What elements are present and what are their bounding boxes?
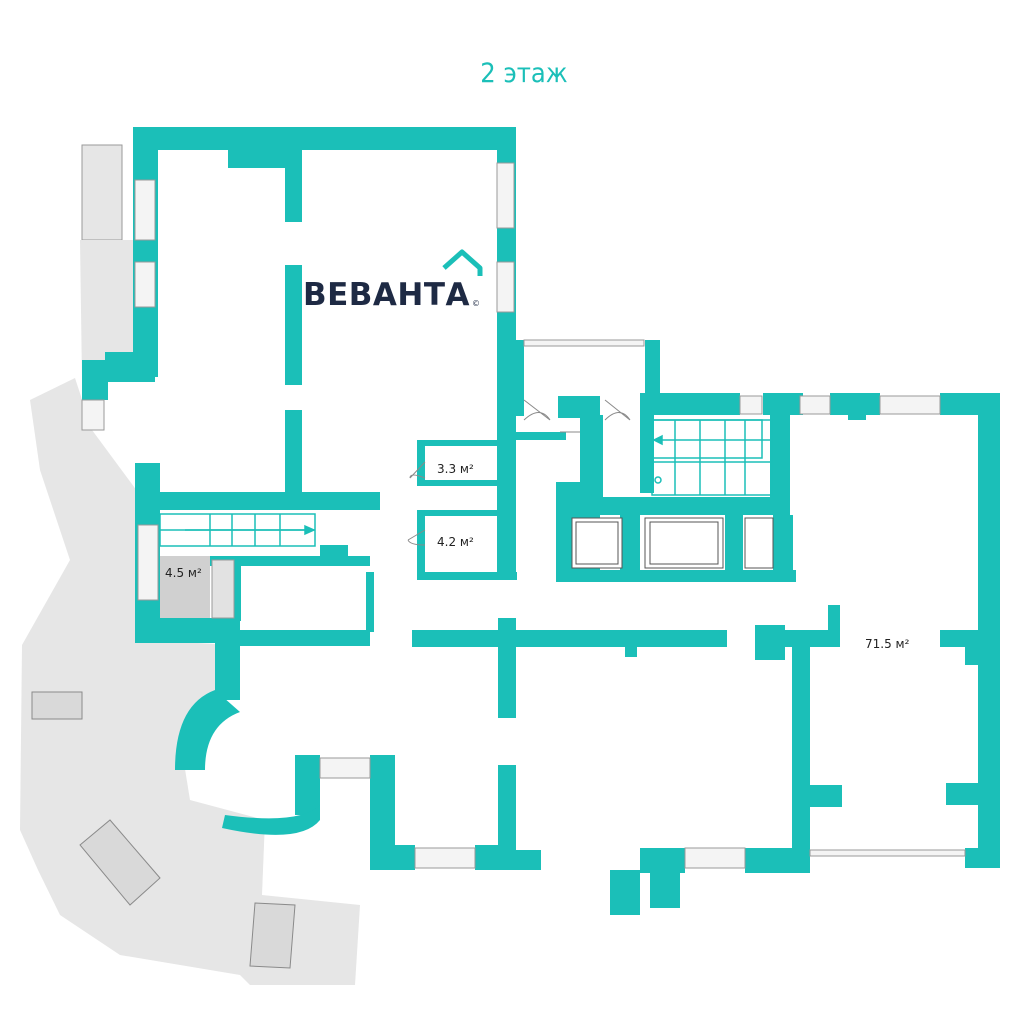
staircase-right — [651, 419, 773, 496]
staircase-left — [159, 513, 316, 547]
room-area-label: 4.5 м² — [165, 566, 202, 580]
utility-room — [211, 559, 235, 619]
elevators — [571, 517, 774, 569]
terrace-bench — [79, 819, 161, 906]
terrace-bench — [249, 902, 296, 969]
walls — [82, 127, 1000, 915]
room-area-label: 71.5 м² — [865, 637, 910, 651]
floor-title: 2 этаж — [480, 58, 568, 89]
utility-room — [160, 556, 210, 618]
logo: ВЕВАНТА © — [303, 249, 483, 313]
room-area-label: 4.2 м² — [437, 535, 474, 549]
house-roof-icon — [442, 249, 483, 276]
logo-text: ВЕВАНТА — [303, 277, 470, 313]
logo-mark: © — [472, 299, 480, 308]
doors — [407, 399, 631, 546]
room-area-label: 3.3 м² — [437, 462, 474, 476]
terrace-bench — [31, 691, 83, 720]
windows — [81, 162, 966, 869]
terrace — [20, 144, 360, 985]
